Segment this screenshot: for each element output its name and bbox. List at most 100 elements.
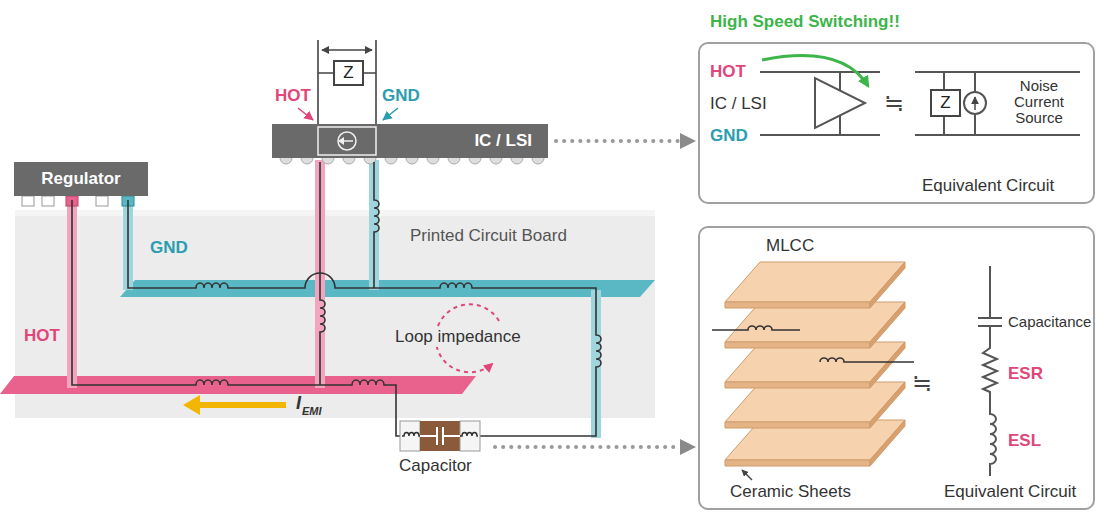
ic-package-text: IC / LSI [474,131,532,151]
part-label: Ceramic Sheets [730,482,851,502]
impedance-box-text: Z [343,63,353,83]
capacitor-symbol [420,421,460,451]
electrode-inductance [712,326,914,480]
regulator-pins [96,196,108,206]
electrode-inductance [712,326,800,330]
amplifier-circuit [760,72,880,135]
component-label: ESL [1008,431,1041,451]
current-source-symbol [338,137,344,145]
net-label-holder: HOT [24,326,60,346]
ceramic-sheets [870,382,905,428]
panel-caption-holder: Equivalent Circuit [922,176,1054,196]
board-surface [15,210,655,216]
impedance-box-text: Z [940,93,950,113]
emi-current-arrow [198,402,286,408]
panel-caption-holder: Equivalent Circuit [944,482,1076,502]
electrode-inductance [742,470,752,480]
signal-label-holder: GND [710,126,748,146]
current-subscript-holder: EMI [302,405,322,418]
capacitor-symbol [402,433,420,436]
via-tube [369,160,379,290]
capacitor-part-text: Capacitor [399,456,472,476]
ceramic-sheets [725,262,905,466]
ceramic-sheets [870,342,905,388]
capacitor-symbol [460,421,480,451]
approx-sign-holder: ≒ [884,90,904,116]
circuit-board-text: Printed Circuit Board [410,226,567,246]
pin-leader [298,108,313,120]
component-label-holder: ESL [1008,431,1041,451]
dotted-line [495,445,678,449]
ceramic-sheets [725,342,870,348]
capacitor-part: Capacitor [395,416,487,478]
pin-label: HOT [275,86,311,106]
component-label-holder: ESR [1008,364,1043,384]
arrow-head [680,133,696,149]
mlcc-equivalent-circuit [978,266,1002,326]
capacitor-symbol [420,427,460,445]
trace-inductance [72,162,601,436]
impedance-box: Z [333,60,364,86]
net-label-holder: GND [150,238,188,258]
signal-label: GND [710,126,748,146]
noise-equivalent-circuit [974,97,976,110]
pin-label-holder: HOT [275,86,311,106]
trace-inductance [72,200,402,436]
ceramic-sheets [870,302,905,348]
switching-panel-text: High Speed Switching!! [710,12,900,32]
arrow-head [680,439,696,455]
component-label-holder: Noise Current Source [993,78,1085,126]
circuit-board: Printed Circuit Board [15,210,655,418]
mlcc-panel-text: MLCC [766,236,814,256]
component-label: ESR [1008,364,1043,384]
pin-leader [298,108,398,120]
approx-sign: ≒ [884,90,904,116]
net-label: GND [150,238,188,258]
regulator-pins [42,196,54,206]
loop-label: Loop impedance [392,327,524,347]
device-label-holder: IC / LSI [710,94,767,114]
impedance-bracket [318,40,376,124]
ceramic-sheets [725,302,870,308]
current-source-symbol [272,124,382,158]
net-label: HOT [24,326,60,346]
noise-equivalent-circuit [964,92,986,114]
impedance-bracket [322,49,372,51]
regulator-pins [22,196,134,206]
panel-caption: Equivalent Circuit [944,482,1076,502]
ceramic-sheets [725,422,870,428]
device-label: IC / LSI [710,94,767,114]
ic-package: IC / LSI [272,124,548,158]
pin-label-holder: GND [382,86,420,106]
pin-label: GND [382,86,420,106]
impedance-bracket [318,40,376,124]
capacitor-symbol [460,433,478,436]
circuit-board-text-holder: Printed Circuit Board [410,226,567,246]
pin-leader [383,108,398,120]
current-subscript: EMI [302,405,322,418]
mlcc-panel-text-holder: MLCC [766,236,814,256]
electrode-inductance [820,358,914,362]
regulator-box: Regulator [14,162,148,196]
part-label-holder: Ceramic Sheets [730,482,851,502]
trace-inductance [374,162,379,288]
signal-label: HOT [710,62,746,82]
dotted-arrow [495,439,696,455]
trace-inductance [128,200,601,436]
ceramic-sheets [870,420,905,466]
current-symbol-holder: I [296,392,301,414]
loop-label-holder: Loop impedance [392,327,524,347]
dotted-arrow [556,133,696,149]
approx-sign-holder: ≒ [912,370,932,396]
ceramic-sheets [870,262,905,308]
dotted-line [556,139,678,143]
regulator-box-text: Regulator [41,169,120,189]
approx-sign: ≒ [912,370,932,396]
capacitor-symbol [400,421,420,451]
component-label: Noise Current Source [993,78,1085,126]
amplifier-circuit [839,72,841,135]
switching-panel-text-holder: High Speed Switching!! [710,12,900,32]
